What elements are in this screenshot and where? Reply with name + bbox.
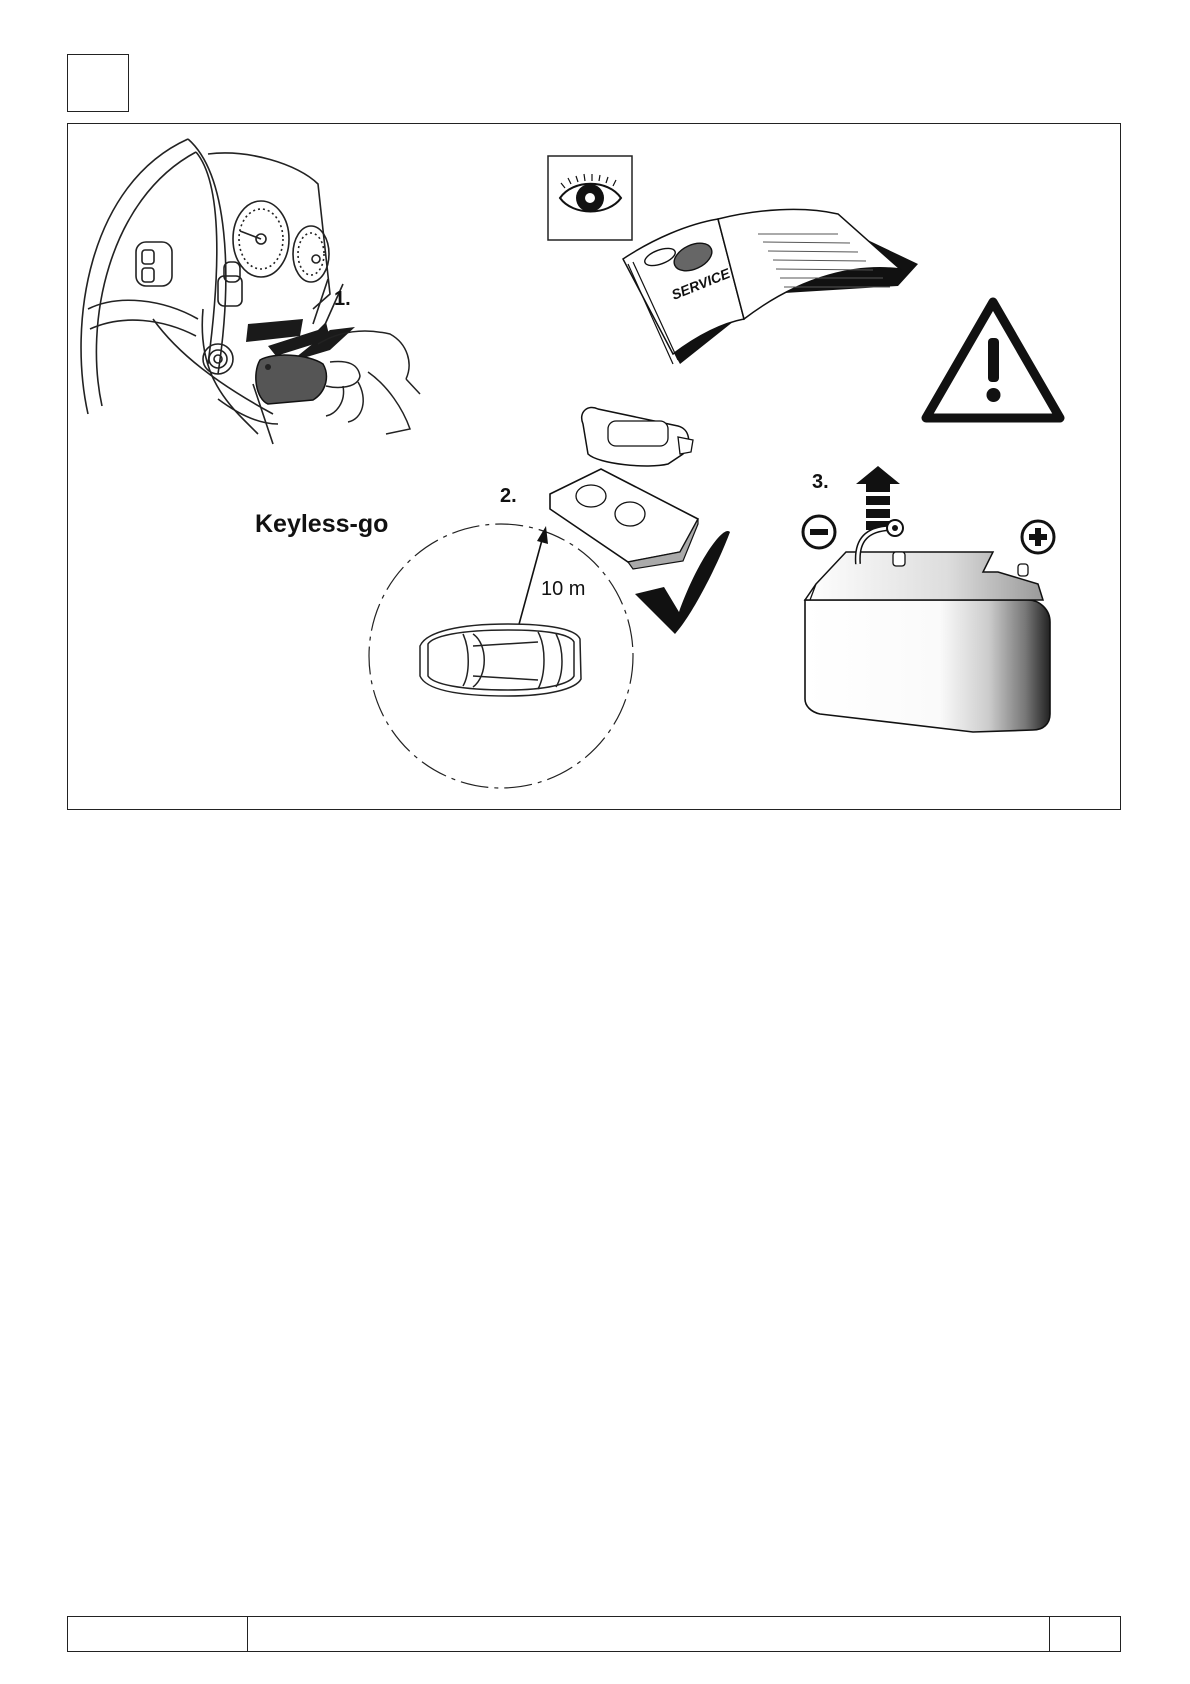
distance-label: 10 m <box>541 578 585 600</box>
step-1-label: 1. <box>334 288 351 310</box>
keyless-go-label: Keyless-go <box>255 510 388 538</box>
key-fob-icon <box>256 355 327 404</box>
remote-key-illustration <box>582 407 693 465</box>
car-top-view-illustration <box>420 624 581 696</box>
footer-cell-right <box>1050 1617 1120 1651</box>
step-3-label: 3. <box>812 471 829 493</box>
service-manual-illustration: SERVICE <box>623 209 918 364</box>
step-2-label: 2. <box>500 485 517 507</box>
key-card-illustration <box>550 469 698 569</box>
car-battery-illustration <box>805 520 1050 732</box>
page-number-box <box>67 54 129 112</box>
eye-icon <box>548 156 632 240</box>
footer-table <box>67 1616 1121 1652</box>
footer-cell-left <box>68 1617 248 1651</box>
battery-plus-icon <box>1022 521 1054 553</box>
illustration: 1. SERVICE <box>68 124 1122 811</box>
footer-cell-middle <box>248 1617 1050 1651</box>
warning-icon <box>926 302 1060 418</box>
illustration-frame: 1. SERVICE <box>67 123 1121 810</box>
battery-minus-icon <box>803 516 835 548</box>
